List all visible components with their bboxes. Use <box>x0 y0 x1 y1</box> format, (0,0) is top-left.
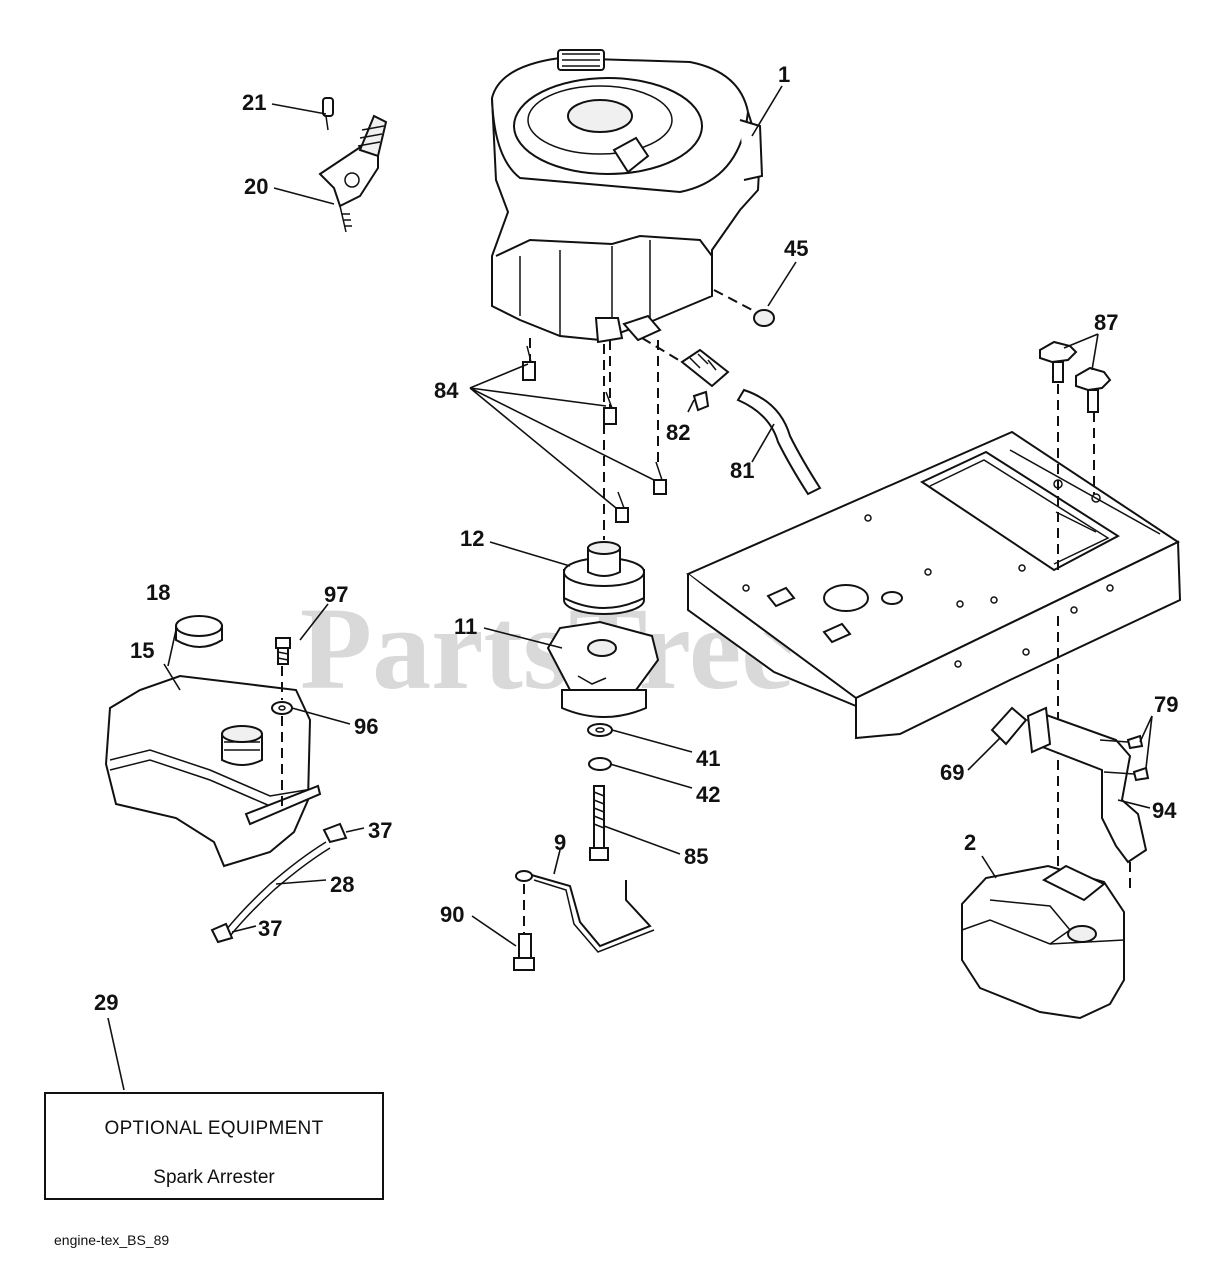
optional-equipment-item: Spark Arrester <box>153 1167 275 1188</box>
callout-12: 12 <box>460 526 484 551</box>
frame-bolt-right <box>1075 366 1112 413</box>
exhaust-screws <box>1099 734 1150 782</box>
tank-washer <box>271 701 293 715</box>
callout-11: 11 <box>454 614 477 639</box>
chassis-frame <box>686 430 1182 740</box>
hose-clamp-lower <box>210 922 234 944</box>
muffler <box>961 864 1125 1020</box>
callout-69: 69 <box>940 760 964 785</box>
callout-82: 82 <box>666 420 690 445</box>
fuel-filter <box>680 348 730 412</box>
callout-29: 29 <box>94 990 118 1015</box>
electric-clutch <box>546 620 660 718</box>
callout-41: 41 <box>696 746 720 771</box>
throttle-control <box>318 97 388 233</box>
callout-28: 28 <box>330 872 354 897</box>
bracket-bolt <box>513 870 535 971</box>
diagram-code: engine-tex_BS_89 <box>54 1232 170 1248</box>
callout-84: 84 <box>434 378 459 403</box>
engine-pulley <box>563 541 645 615</box>
callout-2: 2 <box>964 830 976 855</box>
callout-87: 87 <box>1094 310 1118 335</box>
fuel-line <box>736 388 822 496</box>
fuel-cap <box>175 615 223 648</box>
exhaust-pipe <box>1026 706 1148 864</box>
washer-41 <box>587 723 613 737</box>
callout-37-lower: 37 <box>258 916 282 941</box>
optional-equipment-box: OPTIONAL EQUIPMENT Spark Arrester <box>44 1092 384 1200</box>
optional-equipment-title: OPTIONAL EQUIPMENT <box>104 1118 324 1139</box>
callout-18: 18 <box>146 580 170 605</box>
grommet <box>753 309 775 327</box>
frame-holes <box>742 479 1114 668</box>
leader-lines <box>107 85 1153 1091</box>
fuel-hose <box>225 841 331 937</box>
callout-9: 9 <box>554 830 566 855</box>
frame-bolt-left <box>1039 340 1078 383</box>
callout-20: 20 <box>244 174 268 199</box>
callout-97: 97 <box>324 582 348 607</box>
callout-85: 85 <box>684 844 708 869</box>
callout-79: 79 <box>1154 692 1178 717</box>
callout-15: 15 <box>130 638 154 663</box>
hose-clamp-upper <box>322 822 348 844</box>
exhaust-gasket <box>990 706 1028 746</box>
engine <box>490 49 764 344</box>
callout-45: 45 <box>784 236 808 261</box>
callout-90: 90 <box>440 902 464 927</box>
pulley-bolt <box>589 785 609 861</box>
callout-1: 1 <box>778 62 790 87</box>
callout-81: 81 <box>730 458 754 483</box>
washer-42 <box>588 757 612 771</box>
callout-96: 96 <box>354 714 378 739</box>
callout-37-upper: 37 <box>368 818 392 843</box>
tank-bolt <box>275 637 291 665</box>
bracket <box>527 873 655 953</box>
callout-42: 42 <box>696 782 720 807</box>
callout-21: 21 <box>242 90 266 115</box>
callout-94: 94 <box>1152 798 1177 823</box>
mounting-bolts <box>522 345 667 523</box>
